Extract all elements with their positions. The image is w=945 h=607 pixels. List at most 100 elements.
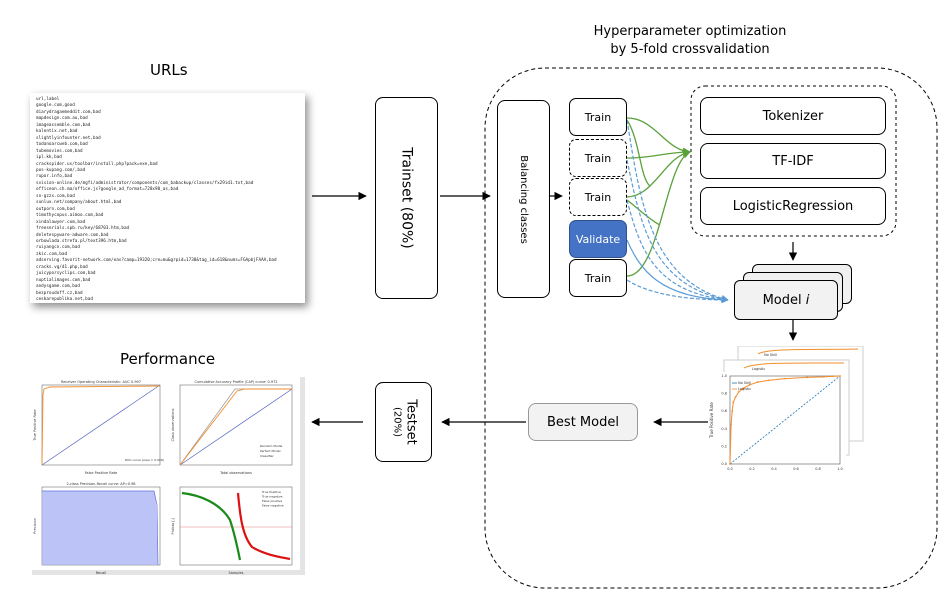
cap-legend-1: Perfect Model bbox=[260, 449, 281, 453]
best-model-box: Best Model bbox=[528, 403, 638, 441]
model-roc-point bbox=[729, 463, 731, 465]
url-line: kalentix.net,bad bbox=[36, 129, 78, 135]
fold-train-3: Train bbox=[569, 178, 627, 216]
fold-label: Train bbox=[584, 110, 612, 124]
thresh-legend-0: True Positive bbox=[261, 490, 281, 494]
url-line: svision-online.de/mgfi/administrator/com… bbox=[36, 180, 254, 186]
urls-title: URLs bbox=[150, 61, 188, 79]
pr-ylabel: Precision bbox=[33, 518, 37, 534]
url-line: zkic.com,bad bbox=[36, 251, 68, 257]
pipeline-group bbox=[690, 85, 897, 237]
crossval-container bbox=[484, 67, 938, 589]
model-prefix: Model bbox=[762, 292, 806, 308]
url-line: mapdesign.com.au,bad bbox=[36, 116, 88, 122]
url-line: officeon.ch.ma/office.js?google_ad_forma… bbox=[36, 187, 179, 193]
trainset-box: Trainset (80%) bbox=[375, 97, 438, 299]
ytick: 1.0 bbox=[721, 374, 727, 378]
url-line: outporn.com,bad bbox=[36, 206, 75, 212]
back-legend-noskill: No Skill bbox=[764, 353, 777, 357]
fold-label: Validate bbox=[575, 232, 621, 246]
ytick: 0.8 bbox=[721, 392, 727, 396]
url-line: juicyporsyclips.com,bad bbox=[36, 271, 96, 277]
model-roc-logistic bbox=[729, 375, 841, 465]
tfidf-label: TF-IDF bbox=[772, 153, 814, 169]
cap-panel-title: Cumulative Accuracy Profile (CAP) curve:… bbox=[194, 380, 277, 384]
cap-xlabel: Total observations bbox=[219, 471, 252, 475]
roc-diagonal bbox=[41, 384, 161, 466]
testset-box: Testset (20%) bbox=[375, 382, 432, 462]
best-model-label: Best Model bbox=[547, 414, 619, 430]
model-roc-point bbox=[734, 396, 737, 399]
url-line: cracks.vg/d1.php,bad bbox=[36, 264, 88, 270]
fold-train-1: Train bbox=[569, 98, 627, 136]
ytick: 0.0 bbox=[721, 462, 727, 466]
back-curve-1 bbox=[757, 348, 859, 355]
testset-label-main: Testset bbox=[403, 399, 419, 445]
url-line: imageassemble.com,bad bbox=[36, 122, 91, 128]
url-line: todanoarcweb.com,bad bbox=[36, 142, 88, 148]
roc-panel: Receiver Operating Characteristic: AUC 0… bbox=[33, 380, 164, 475]
fold-label: Train bbox=[584, 271, 612, 285]
url-line: sn-gzzx.com,bad bbox=[36, 193, 75, 199]
pr-area bbox=[42, 491, 158, 565]
url-line: ceskarepublika.net,bad bbox=[36, 297, 93, 303]
cap-panel: Cumulative Accuracy Profile (CAP) curve:… bbox=[171, 380, 293, 475]
thresh-true-positive bbox=[236, 492, 291, 561]
model-roc-point bbox=[737, 390, 740, 393]
fold-train-2: Train bbox=[569, 139, 627, 177]
url-line: timothycopus.aimoo.com,bad bbox=[36, 213, 104, 219]
fold-validate: Validate bbox=[569, 220, 627, 258]
trainset-label: Trainset (80%) bbox=[398, 147, 415, 249]
xtick: 0.6 bbox=[793, 467, 799, 471]
url-line: xindalawyer.com,bad bbox=[36, 219, 86, 225]
url-line: google.com,good bbox=[36, 103, 75, 109]
xtick: 0.0 bbox=[727, 467, 733, 471]
model-roc-point bbox=[784, 377, 786, 380]
performance-title: Performance bbox=[120, 350, 216, 368]
url-line: adserving.favorit-network.com/eas?camp=1… bbox=[36, 258, 277, 264]
back-curve-2 bbox=[743, 362, 845, 369]
cap-legend-0: Random Model bbox=[260, 444, 283, 448]
model-roc-no-skill bbox=[729, 375, 841, 465]
tokenizer-box: Tokenizer bbox=[700, 97, 886, 135]
ytick: 0.4 bbox=[721, 427, 727, 431]
green-train-arrows bbox=[626, 117, 691, 277]
model-roc-ylabel: True Positive Rate bbox=[709, 402, 714, 439]
cap-legend-2: Classifier bbox=[260, 454, 274, 458]
fold-train-5: Train bbox=[569, 259, 627, 297]
legend-noskill: No Skill bbox=[738, 381, 751, 385]
model-roc-point bbox=[839, 375, 841, 377]
pr-panel: 2-class Precision-Recall curve: AP=0.98R… bbox=[33, 482, 161, 575]
model-roc-point bbox=[748, 383, 751, 386]
model-roc-axes bbox=[729, 375, 841, 465]
thresh-ylabel: Probas [-] bbox=[171, 517, 175, 534]
roc-xlabel: False Positive Rate bbox=[85, 471, 118, 475]
xtick: 0.8 bbox=[815, 467, 821, 471]
xtick: 0.2 bbox=[749, 467, 755, 471]
hyperopt-title-line2: by 5-fold crossvalidation bbox=[610, 42, 770, 57]
pr-xlabel: Recall bbox=[96, 571, 106, 575]
model-roc-point bbox=[767, 379, 770, 382]
url-line: url,label bbox=[36, 97, 60, 102]
fold-label: Train bbox=[584, 190, 612, 204]
url-line: tubemovies.com,bad bbox=[36, 148, 83, 154]
url-line: andysgame.com,bad bbox=[36, 284, 80, 290]
tokenizer-label: Tokenizer bbox=[762, 108, 824, 124]
hyperopt-title: Hyperparameter optimization by 5-fold cr… bbox=[575, 23, 805, 59]
testset-label-pct: (20%) bbox=[391, 406, 403, 438]
model-roc-point bbox=[731, 410, 734, 413]
legend-logistic: Logistic bbox=[738, 387, 751, 391]
cap-random bbox=[179, 388, 293, 466]
cap-panel-axes bbox=[179, 384, 293, 466]
model-i-box: Model i bbox=[734, 280, 838, 320]
url-line: orbowlada.strefa.pl/text396.htm,bad bbox=[36, 238, 127, 244]
roc-ylabel: True Positive Rate bbox=[33, 409, 37, 441]
url-line: rupor.info,bad bbox=[36, 174, 73, 180]
fold-label: Train bbox=[584, 151, 612, 165]
url-line: freeserials.spb.ru/key/68703.htm,bad bbox=[36, 226, 130, 232]
xtick: 1.0 bbox=[837, 467, 843, 471]
model-roc-point bbox=[822, 375, 825, 378]
balancing-box: Balancing classes bbox=[497, 100, 550, 298]
url-line: diarydragaemeddit.com,bad bbox=[36, 109, 101, 115]
